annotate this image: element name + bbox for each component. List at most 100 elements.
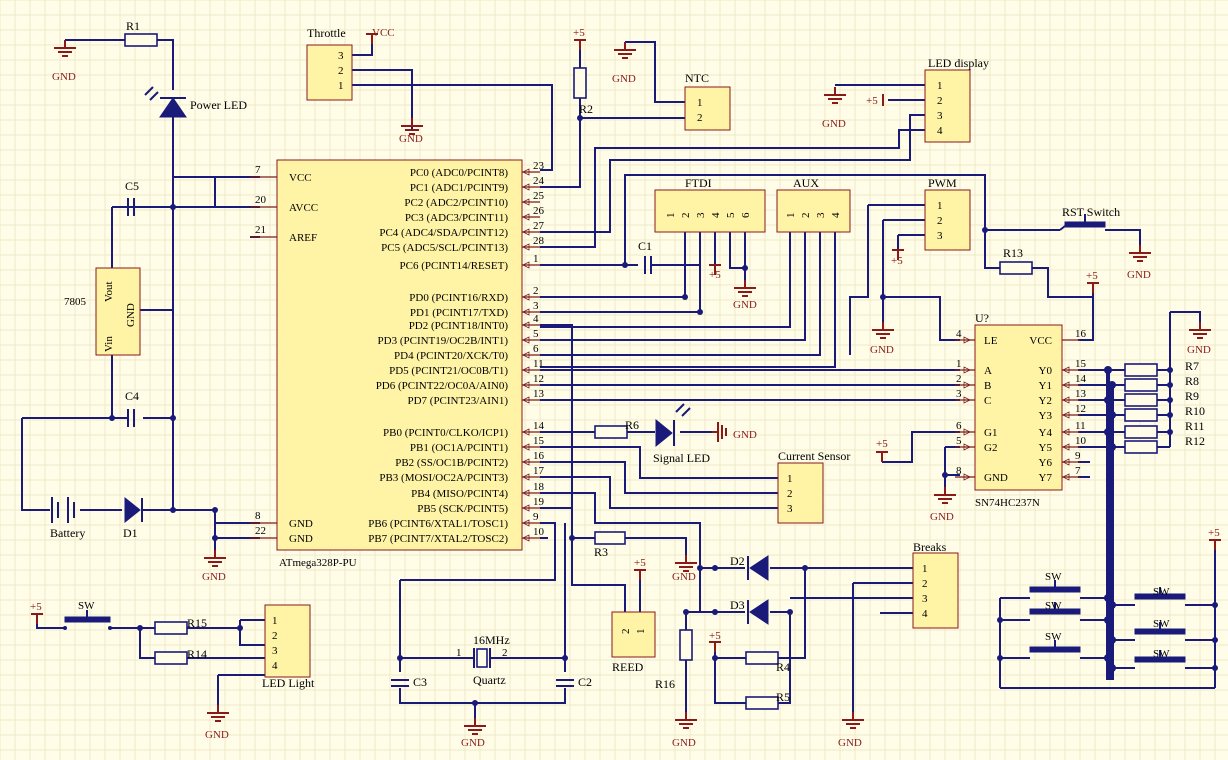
decoder-pin-name: Y5 [1039, 442, 1053, 454]
decoder-pin-number: 7 [1075, 465, 1081, 477]
decoder-pin-name: G2 [984, 442, 997, 454]
battery-icon [51, 497, 75, 523]
signal-led-label: Signal LED [653, 451, 710, 465]
r4-label: R4 [776, 660, 790, 674]
connector-pin-number: 2 [680, 213, 692, 219]
gnd-label: GND [1127, 269, 1151, 281]
regulator-pin-vout: Vout [103, 281, 115, 302]
connector-pin-number: 2 [922, 578, 928, 590]
connector-pin-number: 3 [922, 593, 928, 605]
decoder-pin-arrow-icon [1062, 366, 1070, 374]
resistor-r9 [1124, 393, 1158, 407]
connector-pin-number: 2 [787, 488, 793, 500]
mcu-pin-number: 17 [533, 465, 545, 477]
resistor-r13 [999, 261, 1033, 275]
decoder-pin-name: LE [984, 335, 998, 347]
decoder-pin-name: Y4 [1039, 427, 1053, 439]
decoder-pin-name: A [984, 365, 992, 377]
ground-icon [674, 711, 698, 729]
mcu-pin-number: 24 [533, 175, 545, 187]
mcu-pin-number: 21 [255, 224, 266, 236]
power-led-label: Power LED [190, 98, 247, 112]
sw-label: SW [1153, 586, 1170, 598]
connector-pin-number: 2 [937, 215, 943, 227]
decoder-pin-name: Y2 [1039, 395, 1052, 407]
gnd-label: GND [399, 133, 423, 145]
connector-pin-number: 4 [830, 212, 842, 218]
resistor-r3 [594, 531, 626, 545]
mcu-pin-number: 20 [255, 194, 267, 206]
connector-pin-number: 3 [787, 503, 793, 515]
decoder-pin-number: 12 [1075, 403, 1086, 415]
gnd-label: GND [461, 737, 485, 749]
connector-title: Current Sensor [778, 449, 850, 463]
mcu-pin-name: PC2 (ADC2/PCINT10) [404, 197, 508, 209]
mcu-pin-name: AVCC [289, 202, 318, 214]
decoder-pin-number: 13 [1075, 388, 1087, 400]
rst-switch-icon [1059, 214, 1106, 231]
mcu-pin-arrow-icon [522, 321, 530, 329]
mcu-pin-arrow-icon [522, 308, 530, 316]
gnd-label: GND [870, 344, 894, 356]
mcu-pin-arrow-icon [522, 428, 530, 436]
mcu-pin-name: PC1 (ADC1/PCINT9) [410, 182, 508, 194]
mcu-pin-arrow-icon [522, 504, 530, 512]
plus5-label: +5 [1086, 270, 1098, 282]
regulator-pin-vin: Vin [103, 336, 115, 352]
signal-led-icon [655, 403, 691, 448]
mcu-pin-arrow-icon [522, 366, 530, 374]
connector-pin-number: 1 [635, 629, 647, 635]
c5-label: C5 [125, 179, 139, 193]
wires [21, 39, 1216, 718]
connector-pin-number: 3 [937, 110, 943, 122]
connector-title: PWM [928, 176, 957, 190]
mcu-pin-name: PB6 (PCINT6/XTAL1/TOSC1) [368, 518, 508, 530]
gnd-label: GND [612, 73, 636, 85]
mcu-pin-arrow-icon [522, 534, 530, 542]
connector-pin-number: 2 [338, 65, 344, 77]
mcu-pin-arrow-icon [522, 473, 530, 481]
decoder-pin-number: 11 [1075, 420, 1086, 432]
r15-label: R15 [187, 616, 207, 630]
connector-pin-number: 5 [725, 212, 737, 218]
mcu-pin-number: 15 [533, 435, 545, 447]
quartz-pin1-label: 1 [456, 647, 462, 659]
plus5-label: +5 [1208, 527, 1220, 539]
matrix-switch-3-icon [1029, 640, 1081, 653]
plus5-label: +5 [634, 557, 646, 569]
r16-label: R16 [655, 677, 675, 691]
decoder-pin-arrow-icon [963, 396, 971, 404]
r12-label: R12 [1185, 434, 1205, 448]
battery-label: Battery [50, 526, 85, 540]
ground-icon [203, 549, 227, 567]
connector-title: LED display [928, 56, 989, 70]
decoder-pin-number: 8 [956, 465, 962, 477]
sw-label: SW [1045, 631, 1062, 643]
decoder-pin-name: Y6 [1039, 457, 1053, 469]
mcu-pin-number: 27 [533, 220, 545, 232]
connector-pin-number: 1 [697, 97, 703, 109]
gnd-label: GND [1187, 344, 1211, 356]
mcu-pin-arrow-icon [522, 228, 530, 236]
supply-symbols [30, 33, 1222, 653]
plus5-label: +5 [709, 630, 721, 642]
c1-label: C1 [638, 239, 652, 253]
mcu-pin-arrow-icon [522, 213, 530, 221]
sw-label: SW [78, 600, 95, 612]
mcu-pin-name: PC3 (ADC3/PCINT11) [405, 212, 509, 224]
decoder-ref-label: U? [975, 311, 989, 325]
decoder-pin-arrow-icon [1062, 396, 1070, 404]
supply-plus5-icon [1208, 539, 1222, 551]
sw-label: SW [1045, 600, 1062, 612]
resistor-r7 [1124, 363, 1158, 377]
mcu-pin-arrow-icon [522, 293, 530, 301]
mcu-pin-name: PD7 (PCINT23/AIN1) [407, 395, 508, 407]
decoder-pin-name: B [984, 380, 991, 392]
decoder-pin-arrow-icon [963, 473, 971, 481]
mcu-pin-name: PD3 (PCINT19/OC2B/INT1) [378, 335, 509, 347]
